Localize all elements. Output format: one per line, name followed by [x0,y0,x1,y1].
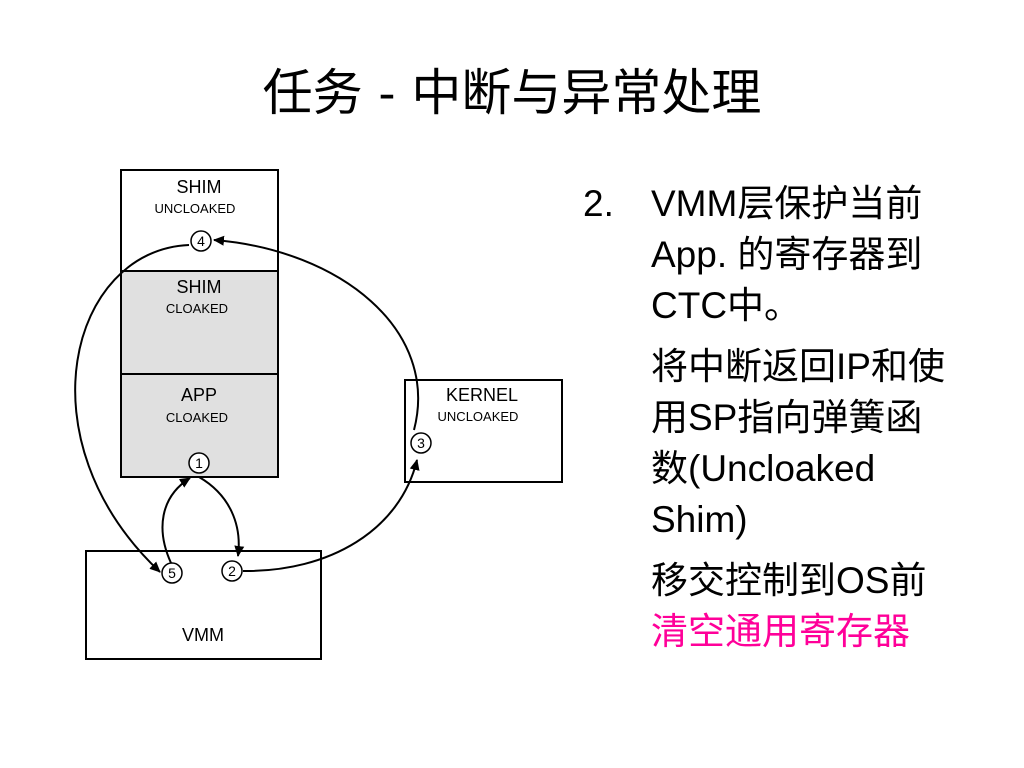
step-marker-5: 5 [161,562,183,584]
step-marker-3: 3 [410,432,432,454]
box-kernel-title: KERNEL [446,385,518,405]
box-kernel-sub: UNCLOAKED [438,409,519,424]
arrow-1-to-2 [198,476,245,557]
box-shim-cloaked: SHIM CLOAKED [120,270,279,375]
highlight-text: 清空通用寄存器 [651,611,910,652]
box-vmm-title: VMM [182,625,224,645]
box-app-cloaked-title: APP [181,385,217,405]
box-shim-cloaked-sub: CLOAKED [166,301,228,316]
text-line: App. 的寄存器到 [651,234,923,275]
list-item-2: 2. VMM层保护当前 App. 的寄存器到 CTC中。 [583,178,1013,341]
text-line: Shim) [651,499,748,540]
step-1-label: 1 [195,455,203,471]
para-clear-registers: 移交控制到OS前 清空通用寄存器 [651,555,1013,657]
box-shim-uncloaked-title: SHIM [177,177,222,197]
text-line: CTC中。 [651,285,802,326]
content-text: 2. VMM层保护当前 App. 的寄存器到 CTC中。 将中断返回IP和使 用… [583,178,1013,667]
box-shim-cloaked-title: SHIM [177,277,222,297]
text-line: VMM层保护当前 [651,183,923,224]
arrow-5-to-1 [161,477,191,564]
step-marker-4: 4 [190,230,212,252]
text-line: 用SP指向弹簧函 [651,397,923,438]
box-kernel-uncloaked: KERNEL UNCLOAKED [404,379,563,483]
text-line: 数(Uncloaked [651,448,876,489]
step-marker-1: 1 [188,452,210,474]
text-line: 将中断返回IP和使 [651,346,945,387]
step-5-label: 5 [168,565,176,581]
slide-title: 任务 - 中断与异常处理 [262,64,762,122]
box-shim-uncloaked-sub: UNCLOAKED [155,201,236,216]
box-app-cloaked-sub: CLOAKED [166,410,228,425]
arrow-4-to-5 [74,244,190,573]
para-registers: VMM层保护当前 App. 的寄存器到 CTC中。 [651,178,922,331]
step-marker-2: 2 [221,560,243,582]
step-3-label: 3 [417,435,425,451]
arrow-3-to-4 [213,235,420,431]
para-trampoline: 将中断返回IP和使 用SP指向弹簧函 数(Uncloaked Shim) [651,341,1013,545]
step-2-label: 2 [228,563,236,579]
item-number: 2. [583,183,614,224]
step-4-label: 4 [197,233,205,249]
arrow-2-to-3 [242,459,420,573]
text-line: 移交控制到OS前 [651,560,927,601]
